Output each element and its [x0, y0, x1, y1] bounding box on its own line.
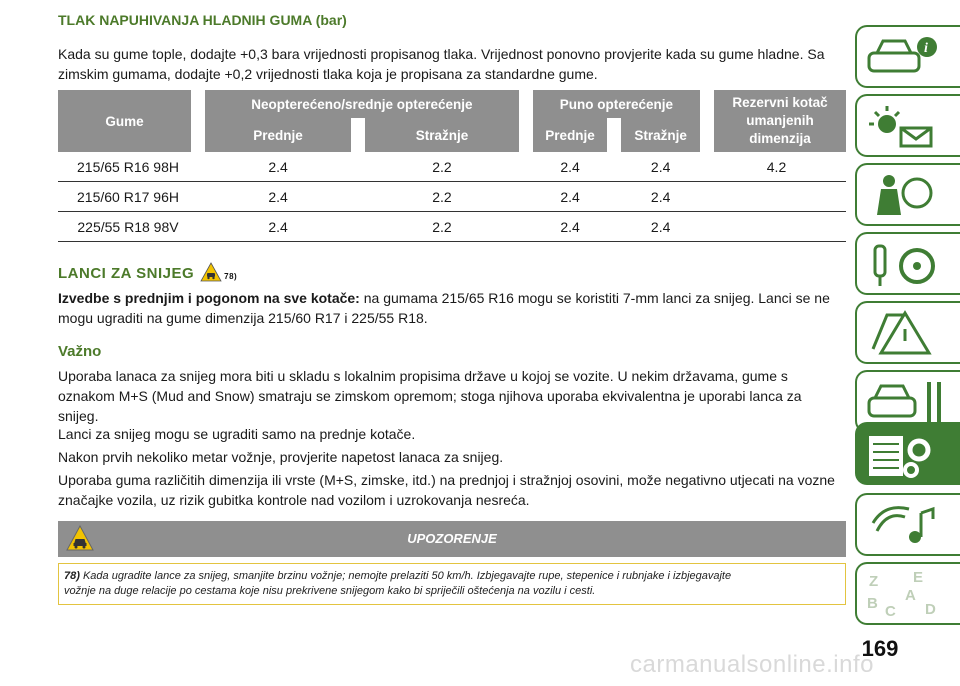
warning-box: 78) Kada ugradite lance za snijeg, smanj…: [58, 563, 846, 605]
text-line: Uporaba lanaca za snijeg mora biti u skl…: [58, 368, 788, 384]
safety-airbag-icon: [877, 175, 933, 215]
warning-text: 78) Kada ugradite lance za snijeg, smanj…: [64, 569, 731, 599]
column-header-gume: Gume: [58, 90, 198, 152]
svg-text:E: E: [913, 570, 923, 586]
text-line: Nakon prvih nekoliko metar vožnje, provj…: [58, 449, 504, 465]
table-cell: 2.4: [525, 181, 615, 212]
table-row: 225/55 R18 98V 2.4 2.2 2.4 2.4: [58, 211, 846, 242]
column-header-front: Prednje: [518, 118, 615, 152]
table-cell: 2.4: [198, 181, 359, 212]
table-row: 215/60 R17 96H 2.4 2.2 2.4 2.4: [58, 181, 846, 212]
text-line: oznakom M+S (Mud and Snow) smatraju se z…: [58, 388, 802, 404]
svg-text:A: A: [905, 587, 916, 604]
section-heading-chains: LANCI ZA SNIJEG 78): [58, 262, 237, 282]
svg-text:B: B: [867, 595, 878, 612]
text-line: 78) Kada ugradite lance za snijeg, smanj…: [64, 569, 731, 584]
svg-text:D: D: [925, 601, 936, 618]
tab-starting-driving[interactable]: [855, 232, 960, 295]
table-cell: 2.2: [358, 211, 526, 242]
table-row: 215/65 R16 98H 2.4 2.2 2.4 2.4 4.2: [58, 152, 846, 182]
svg-text:Z: Z: [869, 573, 878, 590]
warning-car-icon: [66, 525, 94, 551]
watermark: carmanualsonline.info: [630, 651, 874, 678]
column-group-unloaded: Neopterećeno/srednje opterećenje: [191, 90, 526, 118]
important-paragraph-2: Lanci za snijeg mogu se ugraditi samo na…: [58, 424, 846, 444]
technical-data-icon: [869, 436, 931, 478]
table-cell: 2.2: [358, 152, 526, 182]
tab-safety[interactable]: [855, 163, 960, 226]
text-line: mogu ugraditi na gume dimenzija 215/60 R…: [58, 310, 428, 326]
tab-emergency[interactable]: [855, 301, 960, 364]
section-heading-pressure: TLAK NAPUHIVANJA HLADNIH GUMA (bar): [58, 12, 347, 28]
table-cell: 4.2: [707, 152, 846, 182]
steering-key-icon: [873, 244, 935, 286]
column-header-rear: Stražnje: [351, 118, 526, 152]
text-line: značajke vozila, uz rizik gubitka kontro…: [58, 492, 530, 508]
table-cell: 2.4: [525, 152, 615, 182]
table-cell: 2.2: [358, 181, 526, 212]
tire-pressure-table: Gume Neopterećeno/srednje opterećenje Pu…: [58, 90, 846, 242]
text-line: Lanci za snijeg mogu se ugraditi samo na…: [58, 426, 416, 442]
warning-ref: 78): [64, 570, 80, 582]
intro-paragraph: Kada su gume tople, dodajte +0,3 bara vr…: [58, 44, 846, 84]
text-line: Kada su gume tople, dodajte +0,3 bara vr…: [58, 46, 825, 62]
tab-warning-lights[interactable]: [855, 94, 960, 157]
column-header-spare: Rezervni kotač umanjenih dimenzija: [700, 90, 846, 152]
table-cell: 215/60 R17 96H: [58, 181, 198, 212]
table-cell: 2.4: [198, 211, 359, 242]
tab-technical-data[interactable]: [855, 422, 960, 485]
table-cell: [707, 181, 846, 212]
variants-text: na gumama 215/65 R16 mogu se koristiti 7…: [359, 290, 830, 306]
important-paragraph-3: Nakon prvih nekoliko metar vožnje, provj…: [58, 447, 846, 467]
column-group-loaded: Puno opterećenje: [518, 90, 707, 118]
important-paragraph-1: Uporaba lanaca za snijeg mora biti u skl…: [58, 366, 846, 426]
table-cell: 2.4: [198, 152, 359, 182]
table-cell: 2.4: [614, 211, 707, 242]
tab-index[interactable]: Z E B A C D: [855, 562, 960, 625]
svg-text:i: i: [924, 41, 928, 56]
chains-heading-text: LANCI ZA SNIJEG: [58, 265, 195, 282]
tab-multimedia[interactable]: [855, 493, 960, 556]
table-cell: 215/65 R16 98H: [58, 152, 198, 182]
warning-title: UPOZORENJE: [407, 531, 497, 546]
tab-car-info[interactable]: i: [855, 25, 960, 88]
footnote-ref: 78): [224, 272, 238, 281]
table-cell: [707, 211, 846, 242]
car-info-icon: i: [867, 37, 937, 73]
table-cell: 2.4: [614, 181, 707, 212]
warning-line: Kada ugradite lance za snijeg, smanjite …: [79, 570, 732, 582]
warning-line: vožnje na duge relacije po cestama koje …: [64, 585, 596, 597]
emergency-icon: [871, 310, 932, 355]
multimedia-icon: [871, 506, 935, 543]
important-paragraph-4: Uporaba guma različitih dimenzija ili vr…: [58, 470, 846, 510]
warning-car-icon: [200, 262, 222, 282]
maintenance-icon: [867, 382, 941, 422]
svg-text:C: C: [885, 603, 896, 618]
text-line: zimskim gumama, dodajte +0,2 vrijednosti…: [58, 66, 598, 82]
table-cell: 2.4: [525, 211, 615, 242]
column-header-rear: Stražnje: [607, 118, 707, 152]
variants-label: Izvedbe s prednjim i pogonom na sve kota…: [58, 290, 360, 306]
text-line: snijeg.: [58, 408, 99, 424]
table-cell: 2.4: [614, 152, 707, 182]
table-cell: 225/55 R18 98V: [58, 211, 198, 242]
warning-lights-icon: [869, 106, 933, 148]
page-number: 169: [861, 636, 899, 661]
column-header-front: Prednje: [190, 118, 359, 152]
text-line: Izvedbe s prednjim i pogonom na sve kota…: [58, 288, 846, 308]
warning-header: UPOZORENJE: [58, 521, 846, 557]
text-line: Uporaba guma različitih dimenzija ili vr…: [58, 472, 835, 488]
section-heading-important: Važno: [58, 343, 102, 360]
variants-paragraph: Izvedbe s prednjim i pogonom na sve kota…: [58, 288, 846, 328]
index-icon: Z E B A C D: [867, 570, 936, 618]
